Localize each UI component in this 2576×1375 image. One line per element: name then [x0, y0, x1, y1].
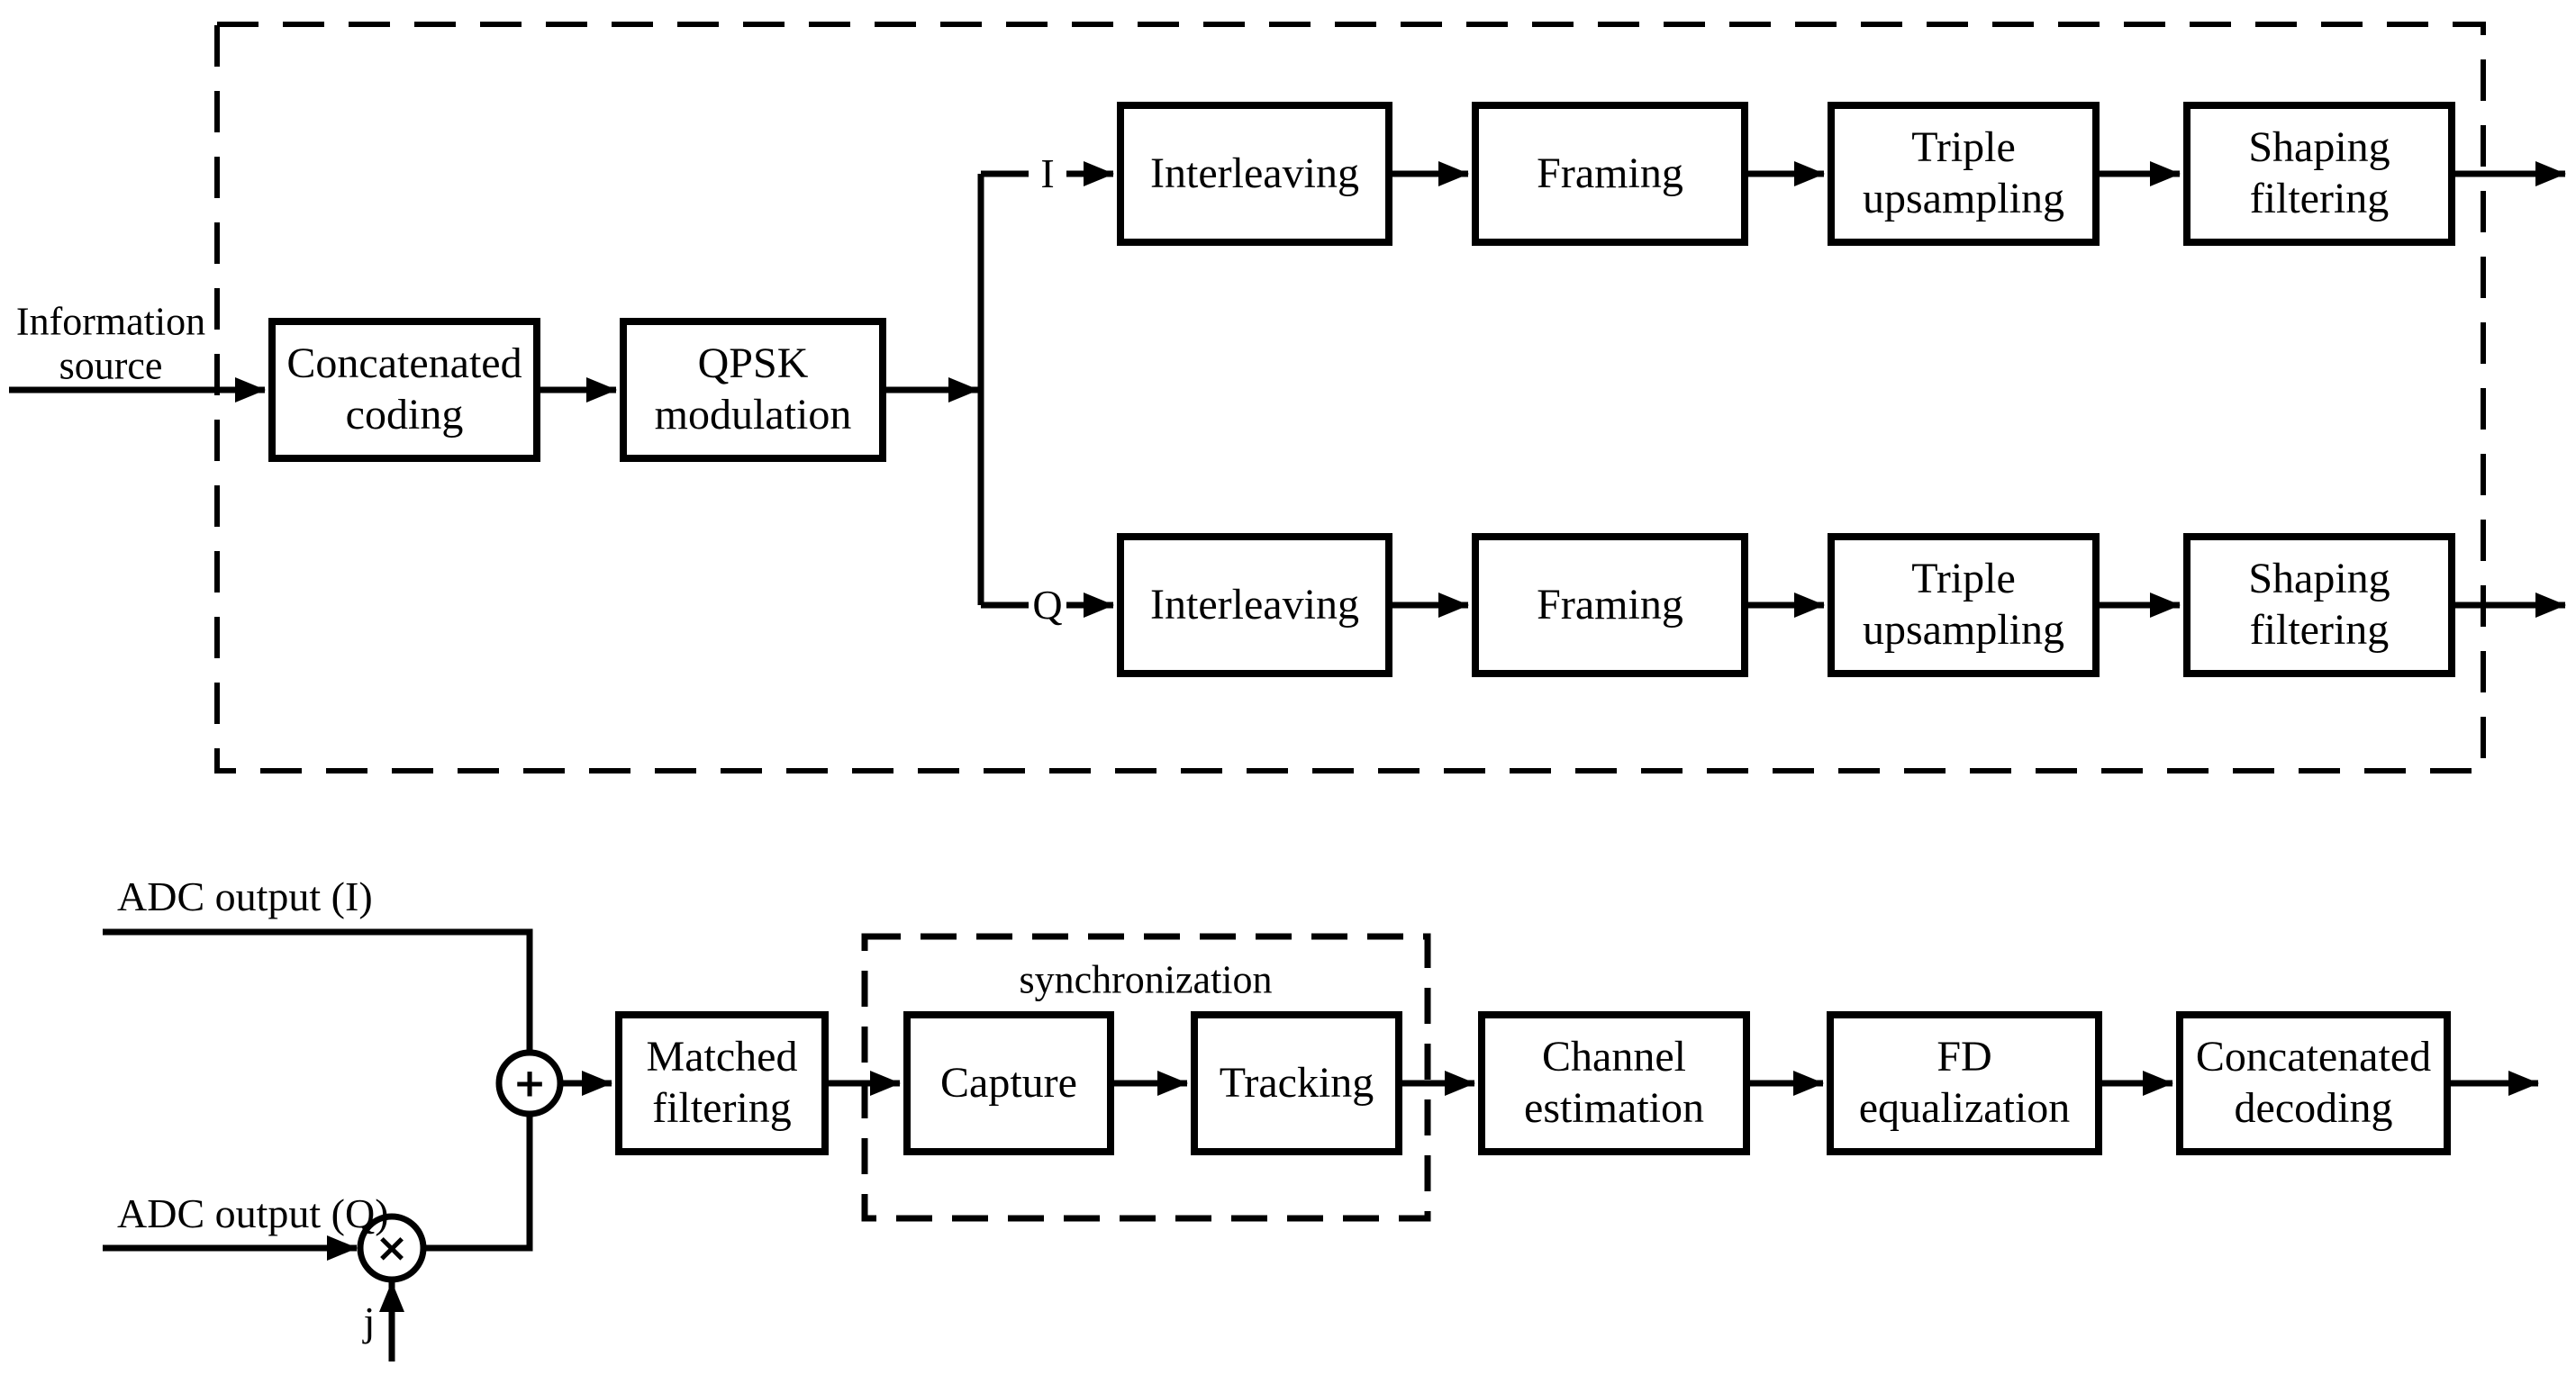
block-framing-q-label: Framing — [1537, 580, 1683, 629]
block-tracking: Tracking — [1191, 1011, 1402, 1155]
block-channel-estimation: Channel estimation — [1478, 1011, 1750, 1155]
block-shaping-filtering-i: Shaping filtering — [2183, 102, 2455, 246]
block-shaping-filtering-q: Shaping filtering — [2183, 533, 2455, 677]
multiplier-circle — [357, 1213, 427, 1283]
block-framing-q: Framing — [1472, 533, 1748, 677]
block-matched-filtering: Matched filtering — [615, 1011, 829, 1155]
block-triple-upsampling-i-label: Triple upsampling — [1863, 123, 2064, 222]
block-triple-upsampling-q-label: Triple upsampling — [1863, 555, 2064, 654]
block-concatenated-decoding: Concatenated decoding — [2176, 1011, 2451, 1155]
block-shaping-filtering-q-label: Shaping filtering — [2248, 555, 2390, 654]
synchronization-dashed-boundary — [861, 933, 1431, 1222]
block-shaping-filtering-i-label: Shaping filtering — [2248, 123, 2390, 222]
transmitter-dashed-boundary — [214, 22, 2486, 773]
adc-output-q-label: ADC output (Q) — [117, 1190, 389, 1236]
block-capture: Capture — [903, 1011, 1114, 1155]
block-fd-equalization-label: FD equalization — [1858, 1033, 2071, 1132]
block-capture-label: Capture — [940, 1058, 1077, 1107]
block-fd-equalization: FD equalization — [1827, 1011, 2102, 1155]
block-qpsk-modulation: QPSK modulation — [620, 318, 886, 462]
block-framing-i: Framing — [1472, 102, 1748, 246]
i-branch-label: I — [1040, 150, 1055, 197]
block-interleaving-i: Interleaving — [1117, 102, 1392, 246]
block-channel-estimation-label: Channel estimation — [1524, 1033, 1704, 1132]
block-concatenated-decoding-label: Concatenated decoding — [2195, 1033, 2432, 1132]
multiply-icon: × — [375, 1225, 409, 1271]
block-framing-i-label: Framing — [1537, 149, 1683, 197]
block-matched-filtering-label: Matched filtering — [646, 1033, 798, 1132]
information-source-label: Information source — [15, 299, 206, 388]
block-interleaving-q-label: Interleaving — [1150, 580, 1359, 629]
multiplier-to-adder-line — [423, 1114, 533, 1252]
block-triple-upsampling-i: Triple upsampling — [1828, 102, 2100, 246]
j-label: j — [363, 1298, 376, 1345]
block-qpsk-modulation-label: QPSK modulation — [654, 339, 852, 439]
q-branch-label: Q — [1032, 582, 1063, 629]
plus-icon: + — [512, 1060, 547, 1107]
adc-output-i-label: ADC output (I) — [117, 873, 373, 919]
block-tracking-label: Tracking — [1219, 1058, 1374, 1107]
block-interleaving-q: Interleaving — [1117, 533, 1392, 677]
block-triple-upsampling-q: Triple upsampling — [1828, 533, 2100, 677]
synchronization-label: synchronization — [1019, 957, 1273, 1002]
block-concatenated-coding: Concatenated coding — [268, 318, 540, 462]
block-concatenated-coding-label: Concatenated coding — [286, 339, 522, 439]
adc-i-line — [103, 928, 533, 1053]
block-interleaving-i-label: Interleaving — [1150, 149, 1359, 197]
